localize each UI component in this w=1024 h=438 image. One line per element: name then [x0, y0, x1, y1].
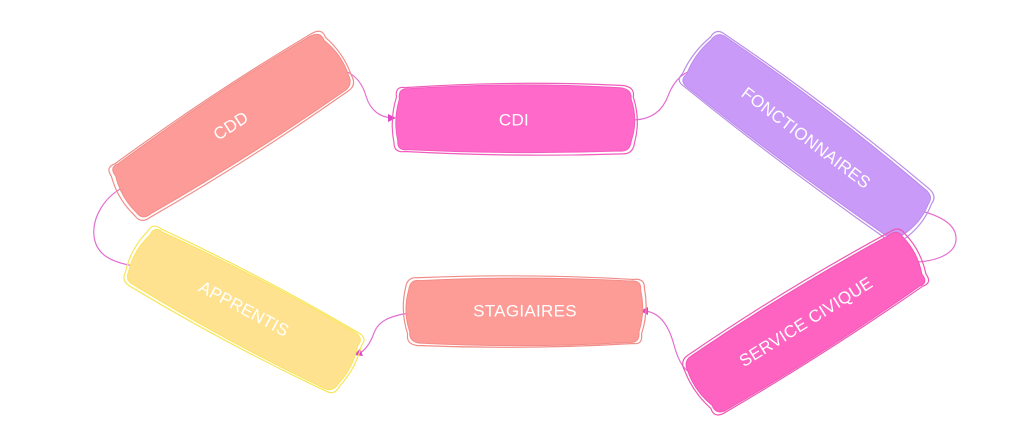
node-sketch-outline: [682, 228, 930, 416]
node-shape: [395, 84, 636, 154]
node-service-civique: SERVICE CIVIQUE: [682, 228, 930, 416]
node-sketch-outline: [391, 82, 638, 156]
node-shape: [685, 231, 926, 413]
node-stagiaires: STAGIAIRES: [402, 275, 647, 348]
connector-line: [357, 312, 411, 355]
connector-line: [643, 310, 695, 375]
node-shape: [126, 228, 361, 391]
node-shape: [112, 33, 351, 218]
node-cdd: CDD: [108, 30, 355, 221]
connector-line: [911, 209, 957, 263]
node-label: CDI: [499, 111, 529, 130]
connector-stagiaires-to-apprentis: [354, 312, 411, 357]
node-fonctionnaires: FONCTIONNAIRES: [678, 30, 935, 245]
node-shape: [405, 277, 644, 347]
node-cdi: CDI: [391, 82, 638, 156]
node-sketch-outline: [123, 225, 365, 394]
node-apprentis: APPRENTIS: [123, 225, 365, 394]
node-sketch-outline: [108, 30, 355, 221]
connector-line: [93, 185, 135, 267]
node-label: STAGIAIRES: [473, 302, 577, 321]
node-sketch-outline: [402, 275, 647, 348]
